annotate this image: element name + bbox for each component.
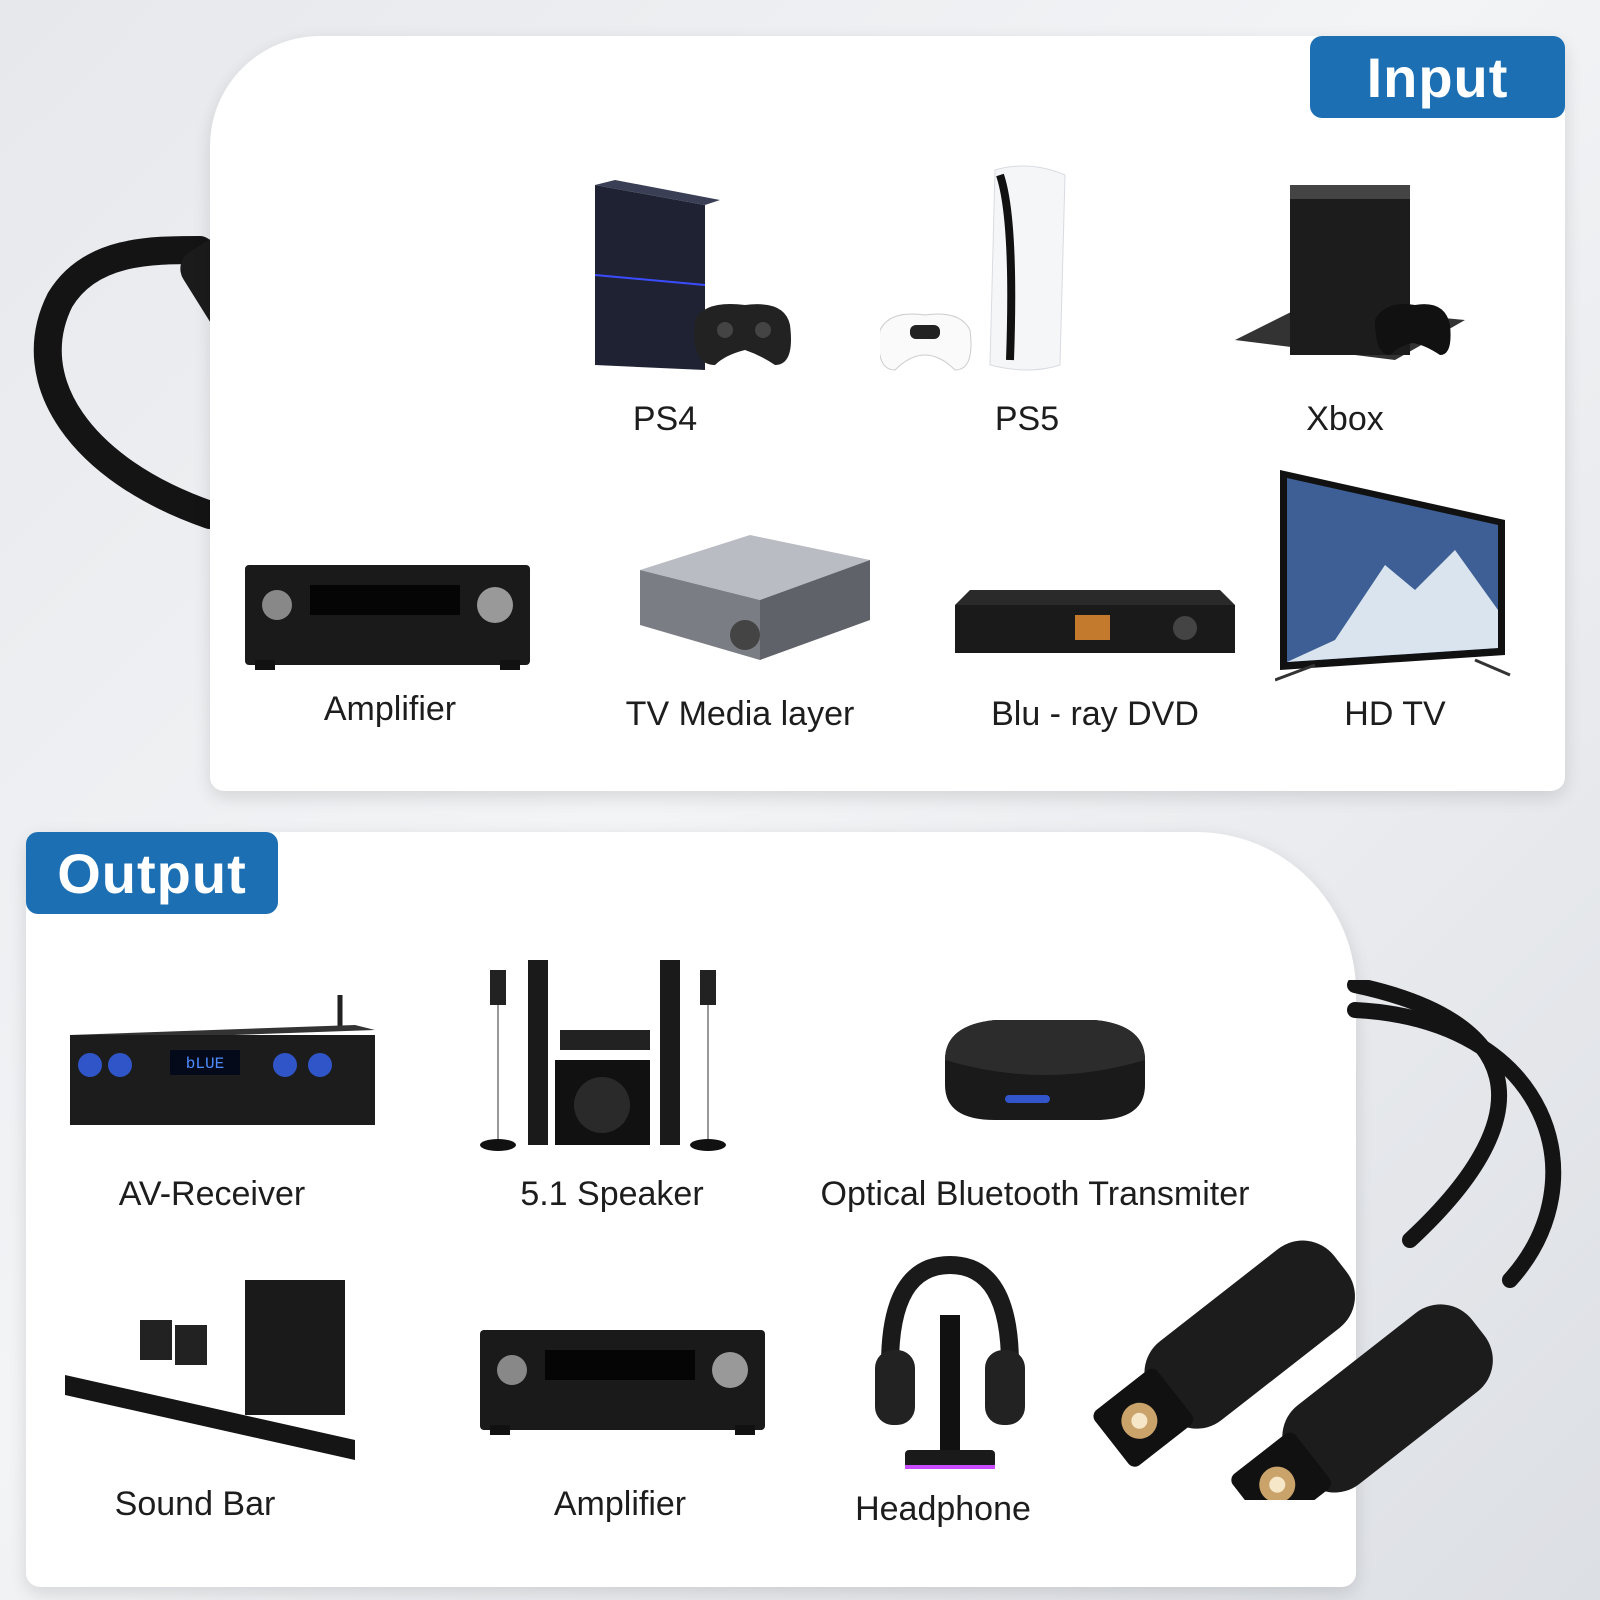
tv-media-player-image	[640, 535, 870, 660]
amplifier-image	[245, 565, 530, 670]
bluetooth-transmitter-image	[945, 1020, 1145, 1120]
device-label-speaker: 5.1 Speaker	[520, 1175, 704, 1213]
device-label-av-receiver: AV-Receiver	[118, 1175, 306, 1213]
device-label-amplifier-input: Amplifier	[323, 690, 457, 728]
device-label-amplifier-output: Amplifier	[553, 1485, 687, 1523]
device-label-sound-bar: Sound Bar	[114, 1485, 276, 1523]
device-label-bluetooth-transmitter: Optical Bluetooth Transmiter	[820, 1175, 1250, 1213]
device-label-bluray-dvd: Blu - ray DVD	[991, 695, 1199, 733]
device-label-xbox: Xbox	[1306, 400, 1384, 438]
device-label-tv-media-player: TV Media layer	[625, 695, 855, 733]
device-label-headphone: Headphone	[855, 1490, 1031, 1528]
sound-bar-image	[65, 1280, 355, 1460]
receiver-display-text: bLUE	[186, 1055, 224, 1073]
ps5-console-image	[880, 165, 1066, 371]
ps4-console-image	[594, 180, 791, 370]
hd-tv-image	[1275, 470, 1511, 682]
bluray-dvd-image	[955, 590, 1235, 653]
xbox-console-image	[1235, 185, 1465, 360]
speaker-system-image	[480, 960, 726, 1151]
amplifier-output-image	[480, 1330, 765, 1435]
output-badge: Output	[26, 832, 278, 914]
device-label-ps5: PS5	[994, 400, 1060, 438]
optical-cable-output-illustration	[1093, 980, 1562, 1500]
device-label-ps4: PS4	[632, 400, 698, 438]
av-receiver-image: bLUE	[70, 995, 375, 1125]
headphone-image	[875, 1255, 1025, 1469]
device-label-hd-tv: HD TV	[1344, 695, 1446, 733]
input-badge: Input	[1310, 36, 1565, 118]
